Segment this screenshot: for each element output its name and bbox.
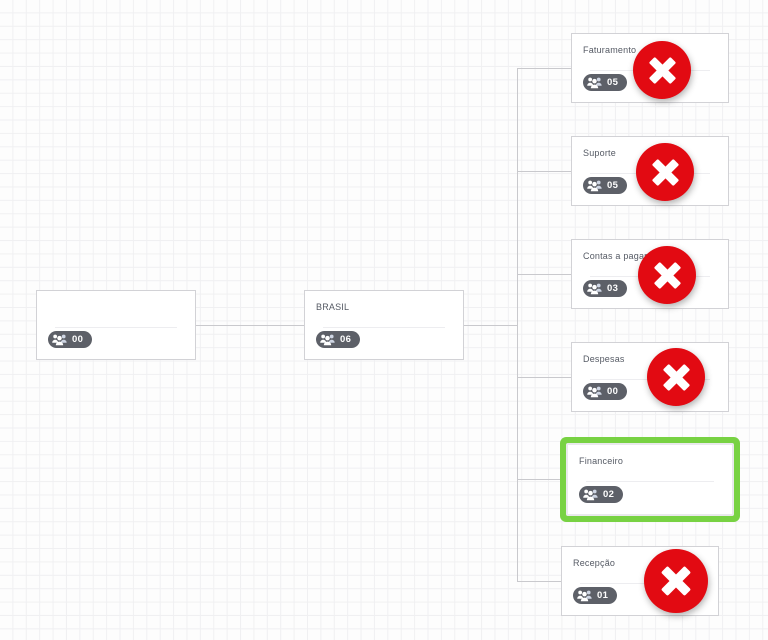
member-count-value: 02: [603, 488, 615, 500]
connector-children-trunk: [517, 68, 518, 582]
connector-branch-contas-a-pagar: [517, 274, 571, 275]
blocked-x-icon-recepcao[interactable]: [644, 549, 708, 613]
member-count-value: 05: [607, 76, 619, 88]
connector-root-to-brasil: [196, 325, 304, 326]
member-count-value: 06: [340, 333, 352, 345]
org-node-title: Faturamento: [583, 45, 637, 55]
member-count-badge[interactable]: 03: [583, 280, 628, 297]
users-icon: [587, 386, 602, 398]
org-node-brasil[interactable]: BRASIL 06: [304, 290, 464, 360]
connector-branch-suporte: [517, 171, 571, 172]
blocked-x-icon-contas-a-pagar[interactable]: [638, 246, 696, 304]
org-node-title: Contas a pagar: [583, 251, 648, 261]
member-count-badge[interactable]: 01: [573, 587, 618, 604]
blocked-x-icon-faturamento[interactable]: [633, 41, 691, 99]
org-node-root[interactable]: 00: [36, 290, 196, 360]
connector-branch-financeiro: [517, 479, 566, 480]
member-count-value: 03: [607, 282, 619, 294]
blocked-x-icon-despesas[interactable]: [647, 348, 705, 406]
member-count-badge[interactable]: 05: [583, 177, 628, 194]
org-node-divider: [586, 481, 714, 482]
org-node-title: Financeiro: [579, 456, 624, 466]
users-icon: [587, 283, 602, 295]
connector-branch-recepcao: [517, 581, 561, 582]
org-node-title: Suporte: [583, 148, 616, 158]
users-icon: [320, 334, 335, 346]
connector-branch-faturamento: [517, 68, 571, 69]
org-node-divider: [580, 583, 700, 584]
org-node-title: BRASIL: [316, 302, 350, 312]
member-count-badge[interactable]: 06: [316, 331, 361, 348]
member-count-badge[interactable]: 05: [583, 74, 628, 91]
member-count-value: 05: [607, 179, 619, 191]
users-icon: [583, 489, 598, 501]
member-count-value: 00: [607, 385, 619, 397]
member-count-badge[interactable]: 02: [579, 486, 624, 503]
users-icon: [587, 77, 602, 89]
org-node-title: Recepção: [573, 558, 616, 568]
member-count-badge[interactable]: 00: [48, 331, 93, 348]
users-icon: [587, 180, 602, 192]
org-node-divider: [55, 327, 177, 328]
member-count-badge[interactable]: 00: [583, 383, 628, 400]
org-node-title: Despesas: [583, 354, 625, 364]
connector-brasil-to-trunk: [464, 325, 518, 326]
connector-branch-despesas: [517, 377, 571, 378]
member-count-value: 00: [72, 333, 84, 345]
org-node-divider: [323, 327, 445, 328]
users-icon: [577, 590, 592, 602]
users-icon: [52, 334, 67, 346]
org-node-financeiro[interactable]: Financeiro 02: [566, 443, 734, 516]
blocked-x-icon-suporte[interactable]: [636, 143, 694, 201]
member-count-value: 01: [597, 589, 609, 601]
